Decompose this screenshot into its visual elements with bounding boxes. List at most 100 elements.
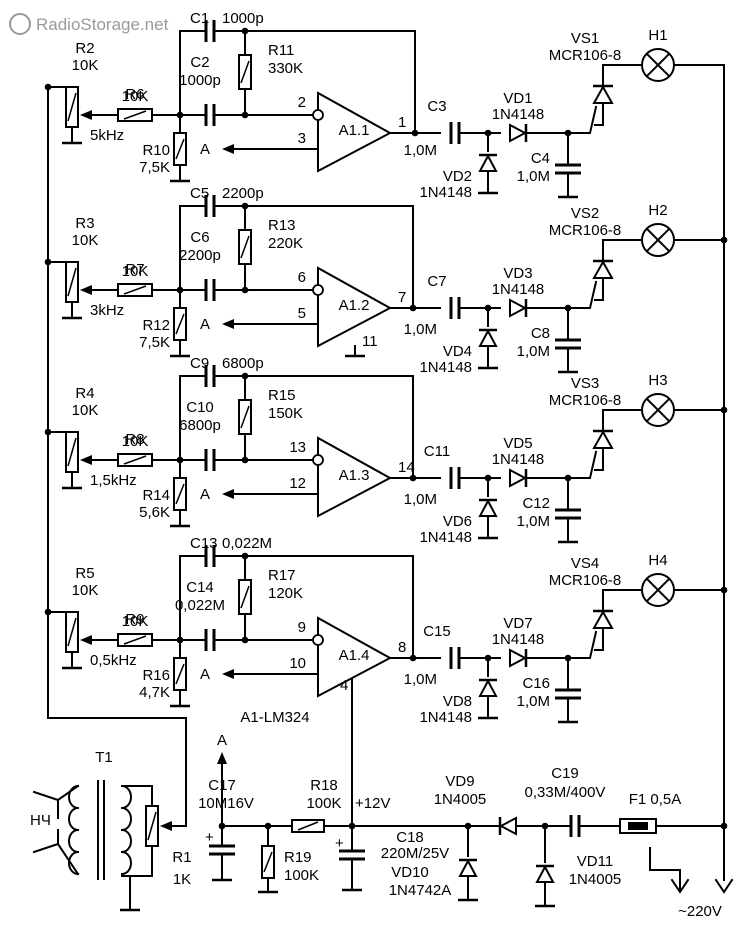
ch2-pot-ref: R3 bbox=[75, 215, 94, 232]
ch1-r-in-ref: R6 bbox=[125, 86, 144, 103]
ch2-r-gnd-mark bbox=[175, 313, 185, 335]
ch3-r-gnd-mark bbox=[175, 483, 185, 505]
ch3-thy-ref: VS3 bbox=[571, 375, 599, 392]
wire bbox=[602, 589, 641, 612]
ch4-pot-ref: R5 bbox=[75, 565, 94, 582]
ch4-r-fb-val: 120K bbox=[268, 585, 303, 602]
ch2-pot-val: 10K bbox=[72, 232, 99, 249]
wire bbox=[594, 627, 604, 651]
junction-dot bbox=[264, 822, 272, 830]
ch1-pot-val: 10K bbox=[72, 57, 99, 74]
ch2-opamp-label: A1.2 bbox=[339, 297, 370, 314]
ch3-c-in-ref: C10 bbox=[186, 399, 214, 416]
ch2-c-out-ref: C7 bbox=[427, 273, 446, 290]
mains-plug-left bbox=[670, 878, 690, 894]
ch2-r-gnd-val: 7,5K bbox=[139, 334, 170, 351]
ch1-c-fb-val: 1000p bbox=[222, 10, 264, 27]
ch1-opamp bbox=[317, 91, 393, 173]
ch1-thy-val: MCR106-8 bbox=[549, 47, 622, 64]
ch4-r-gnd-mark bbox=[175, 663, 185, 685]
ch2-c-fb-ref: C5 bbox=[190, 185, 209, 202]
c19-ref: C19 bbox=[551, 765, 579, 782]
ch3-diode-shunt bbox=[478, 498, 498, 517]
ch1-d-sh-val: 1N4148 bbox=[419, 184, 472, 201]
mains-label: ~220V bbox=[678, 903, 722, 920]
ch4-ref-arrow bbox=[222, 669, 234, 679]
junction-dot bbox=[409, 304, 417, 312]
vd11-val: 1N4005 bbox=[569, 871, 622, 888]
ch1-r-fb-ref: R11 bbox=[268, 42, 294, 59]
ch2-c-fb-val: 2200p bbox=[222, 185, 264, 202]
ch3-c-out-val: 1,0M bbox=[404, 491, 437, 508]
wire bbox=[179, 375, 206, 461]
wire bbox=[594, 277, 604, 301]
ch2-c-f-val: 1,0M bbox=[517, 343, 550, 360]
ch1-opamp-inv-bubble bbox=[312, 109, 324, 121]
ch1-r-gnd-ref: R10 bbox=[142, 142, 170, 159]
ch4-gate-wire bbox=[567, 630, 598, 659]
wire bbox=[602, 239, 641, 262]
ch1-c-f-ref: C4 bbox=[531, 150, 550, 167]
ch1-pin-inv: 2 bbox=[298, 94, 306, 111]
ch1-r-fb-val: 330K bbox=[268, 60, 303, 77]
ch2-thy-val: MCR106-8 bbox=[549, 222, 622, 239]
ch3-c-in-val: 6800p bbox=[179, 417, 221, 434]
vd9 bbox=[498, 816, 517, 836]
r1-pot-mark bbox=[147, 811, 157, 841]
ch3-r-fb-mark bbox=[240, 405, 250, 429]
wire bbox=[179, 555, 206, 641]
vd10-zener bbox=[458, 858, 478, 877]
ch4-pin-out: 8 bbox=[398, 639, 406, 656]
ch4-r-gnd-val: 4,7K bbox=[139, 684, 170, 701]
ch1-d-ser-val: 1N4148 bbox=[492, 106, 545, 123]
ch4-d-sh-val: 1N4148 bbox=[419, 709, 472, 726]
ch3-pot-freq: 1,5kHz bbox=[90, 472, 137, 489]
ch3-r-fb-ref: R15 bbox=[268, 387, 296, 404]
t1-primary-turn bbox=[68, 850, 80, 876]
ch1-r-gnd-val: 7,5K bbox=[139, 159, 170, 176]
ch4-diode-series bbox=[509, 648, 528, 668]
vd10-ref: VD10 bbox=[391, 864, 429, 881]
c19-val: 0,33M/400V bbox=[525, 784, 606, 801]
f1-fuse-link bbox=[628, 822, 648, 830]
wire bbox=[56, 784, 80, 802]
ch3-lamp-ref: H3 bbox=[648, 372, 667, 389]
ch2-pin-gnd: 11 bbox=[362, 333, 378, 350]
ch3-ref-arrow bbox=[222, 489, 234, 499]
junction-dot bbox=[241, 636, 249, 644]
ch1-pot-ref: R2 bbox=[75, 40, 94, 57]
vd11-ref: VD11 bbox=[577, 853, 613, 870]
supply-a-arrow bbox=[217, 752, 227, 764]
ch4-pot-val: 10K bbox=[72, 582, 99, 599]
junction-dot bbox=[241, 456, 249, 464]
ch3-gate-wire bbox=[567, 450, 598, 479]
ch2-lamp-ref: H2 bbox=[648, 202, 667, 219]
ch2-c-in-val: 2200p bbox=[179, 247, 221, 264]
wire bbox=[594, 447, 604, 471]
ch4-thy-val: MCR106-8 bbox=[549, 572, 622, 589]
ch2-r-gnd-ref: R12 bbox=[142, 317, 170, 334]
ch1-pin-non: 3 bbox=[298, 130, 306, 147]
ch3-pin-out: 14 bbox=[398, 459, 415, 476]
ch4-d-ser-val: 1N4148 bbox=[492, 631, 545, 648]
ch3-r-in-val: 10K bbox=[122, 433, 149, 450]
ch4-pin-vcc: 4 bbox=[340, 677, 348, 694]
wire bbox=[121, 845, 153, 877]
ch4-r-fb-ref: R17 bbox=[268, 567, 296, 584]
ch1-c-fb-ref: C1 bbox=[190, 10, 209, 27]
t1-primary-turn bbox=[68, 828, 80, 854]
ch1-d-ser-ref: VD1 bbox=[503, 90, 532, 107]
ch4-r-gnd-ref: R16 bbox=[142, 667, 170, 684]
ch4-opamp-label: A1.4 bbox=[339, 647, 370, 664]
ch2-ref-label: A bbox=[200, 316, 210, 333]
t1-secondary-turn bbox=[120, 850, 132, 876]
ch1-thy-ref: VS1 bbox=[571, 30, 599, 47]
ch3-pin-inv: 13 bbox=[289, 439, 306, 456]
ch4-lamp-x2 bbox=[645, 577, 671, 603]
junction-dot bbox=[409, 654, 417, 662]
ch1-diode-series bbox=[509, 123, 528, 143]
ch4-r-in-ref: R9 bbox=[125, 611, 144, 628]
wire bbox=[56, 842, 80, 876]
t1-secondary-turn bbox=[120, 828, 132, 854]
